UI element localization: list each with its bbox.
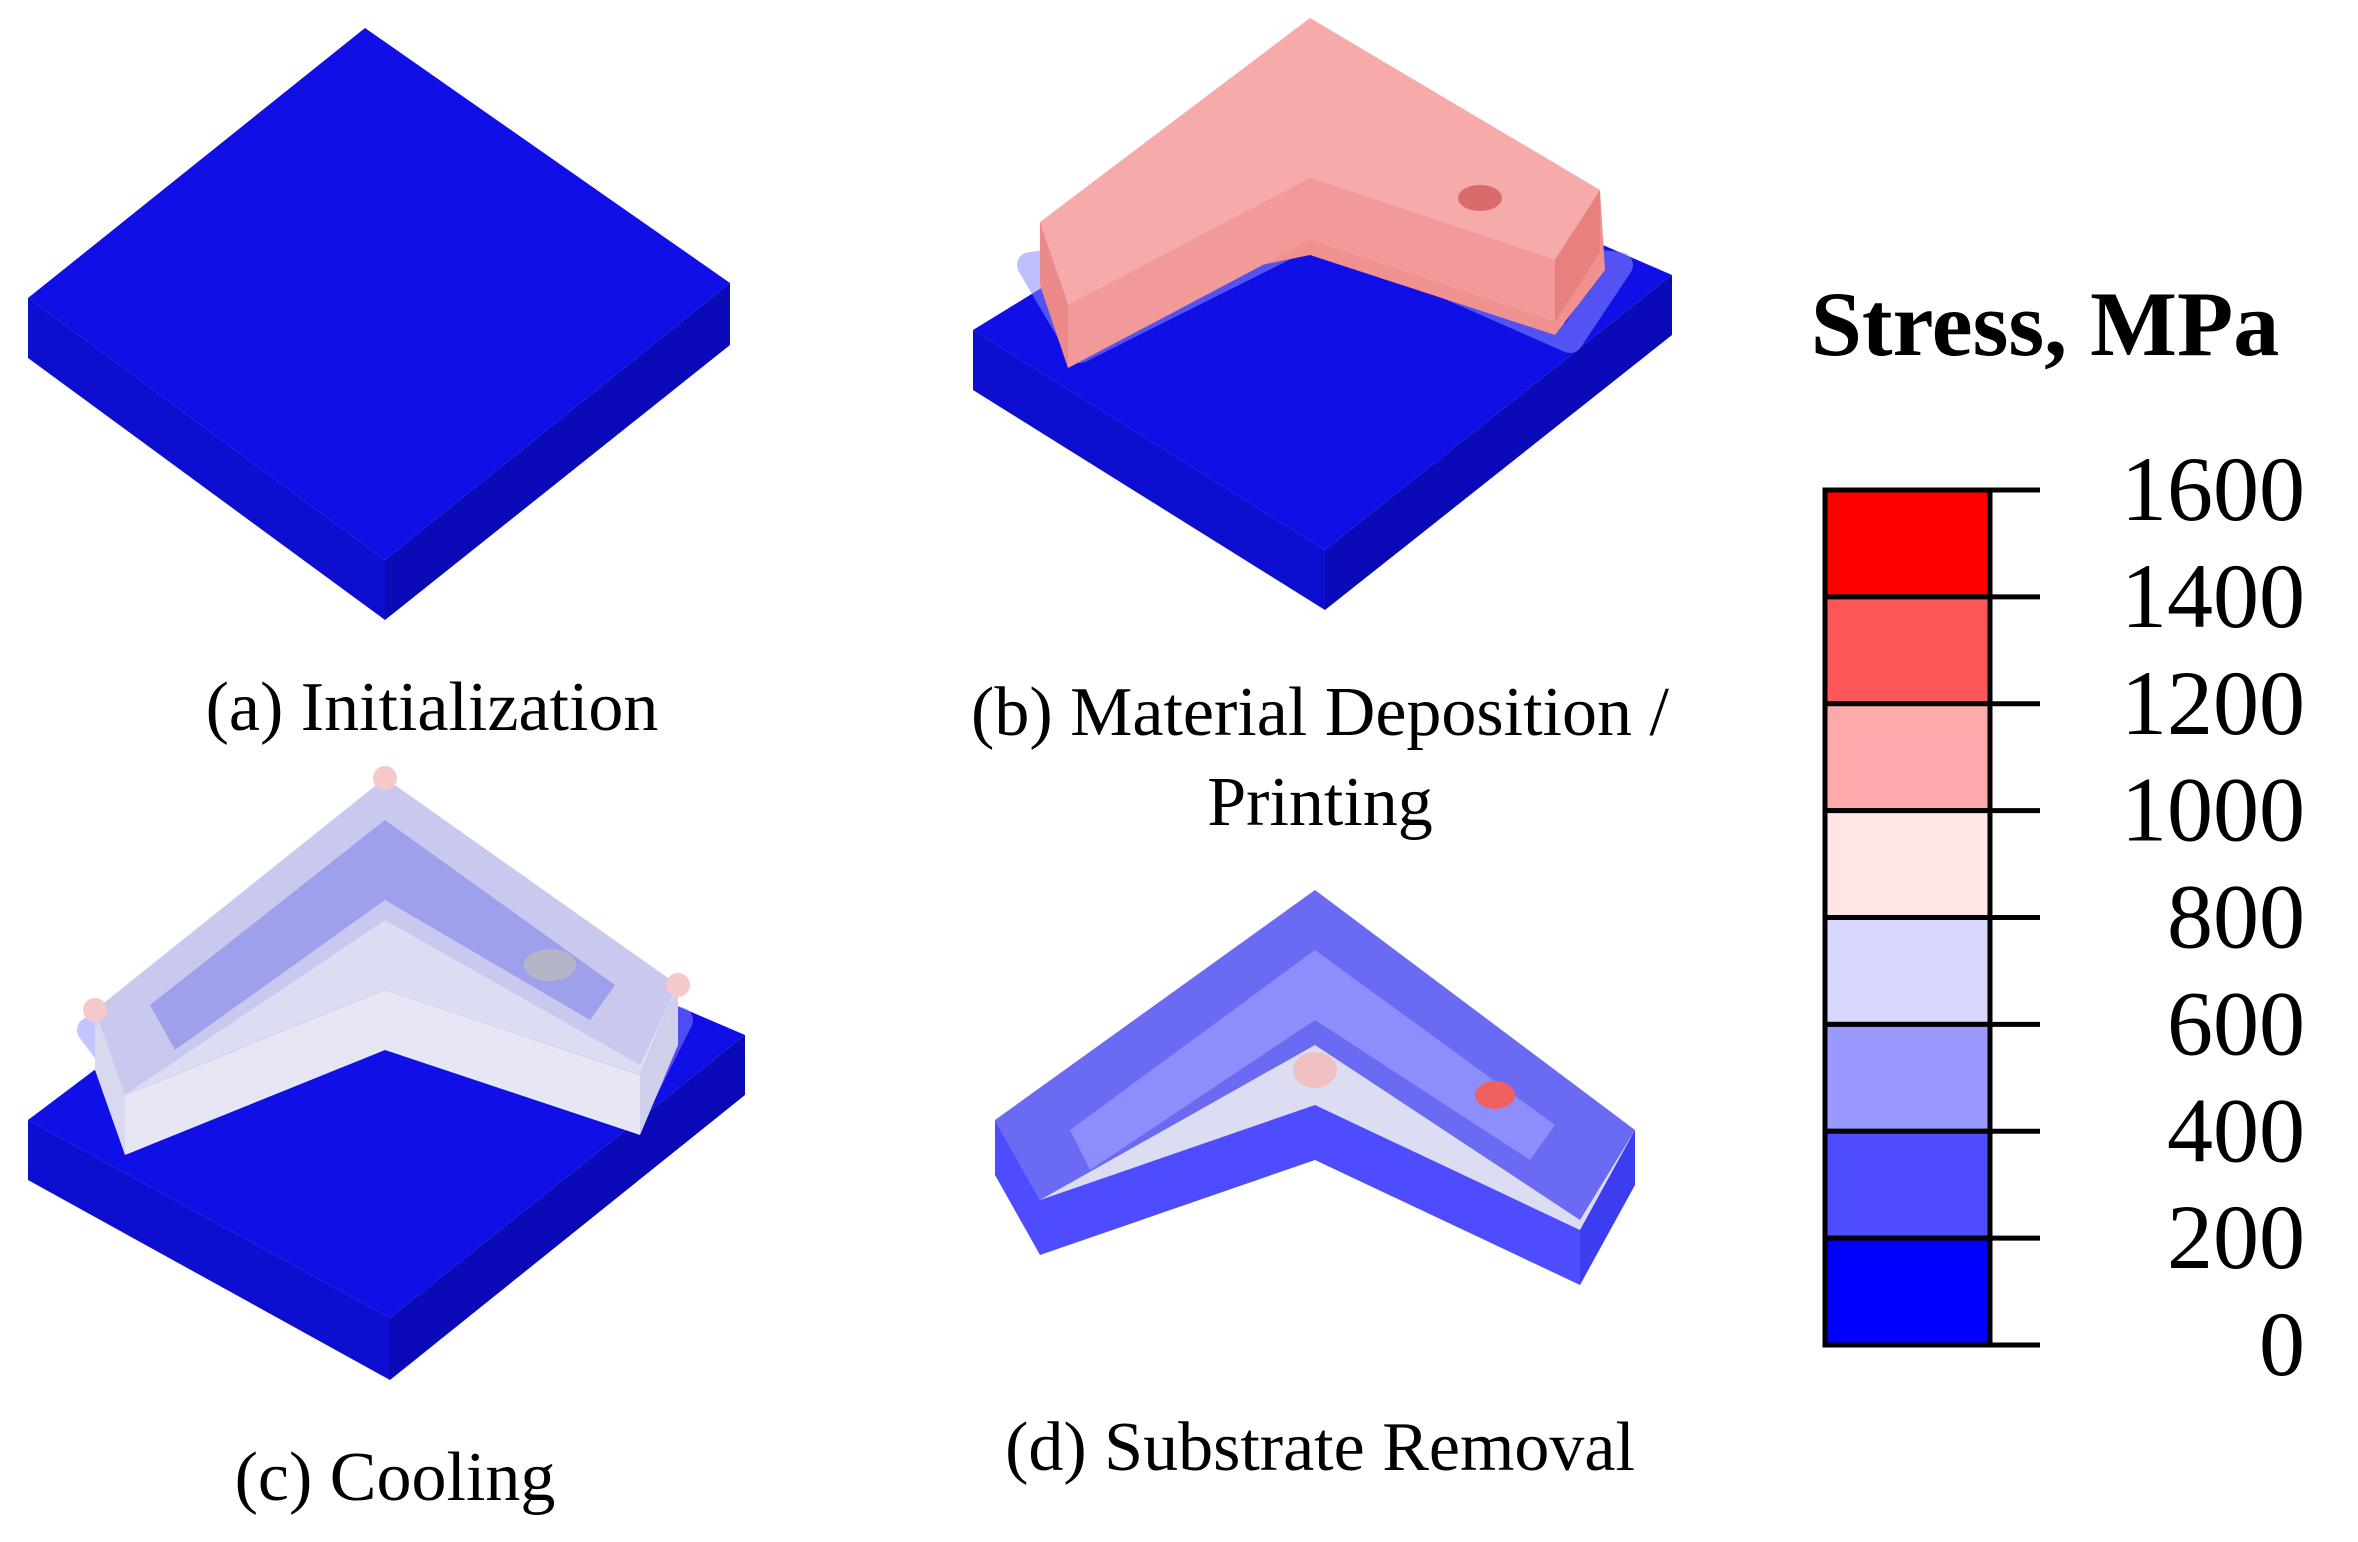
colorbar-bin bbox=[1822, 1021, 1993, 1134]
colorbar-tick-label: 400 bbox=[2167, 1079, 2305, 1181]
panel-b-caption-line2: Printing bbox=[1207, 764, 1433, 841]
panel-d-caption: (d) Substrate Removal bbox=[1005, 1409, 1635, 1486]
hole-icon bbox=[1458, 185, 1502, 211]
colorbar-tick-label: 600 bbox=[2167, 972, 2305, 1074]
printed-l-part bbox=[1040, 18, 1605, 368]
colorbar-bin bbox=[1822, 1128, 1993, 1241]
hole-icon bbox=[524, 949, 576, 981]
panel-c-caption: (c) Cooling bbox=[235, 1439, 556, 1516]
colorbar-bin bbox=[1822, 1235, 1993, 1348]
panel-b-caption-line1: (b) Material Deposition / bbox=[971, 674, 1669, 751]
panel-a-caption: (a) Initialization bbox=[206, 669, 659, 746]
panel-d-substrate-removal: (d) Substrate Removal bbox=[995, 890, 1635, 1486]
colorbar-tick-label: 0 bbox=[2259, 1293, 2305, 1395]
colorbar-bins bbox=[1822, 487, 1993, 1348]
colorbar-tick-label: 1400 bbox=[2121, 545, 2305, 647]
colorbar-tick-label: 1000 bbox=[2121, 759, 2305, 861]
colorbar-bin bbox=[1822, 701, 1993, 814]
colorbar-bin bbox=[1822, 594, 1993, 707]
colorbar-tick-label: 200 bbox=[2167, 1186, 2305, 1288]
removed-l-part bbox=[995, 890, 1635, 1285]
panel-b-printing: (b) Material Deposition / Printing bbox=[971, 18, 1672, 841]
colorbar-bin bbox=[1822, 808, 1993, 920]
colorbar-bin bbox=[1822, 915, 1993, 1027]
stress-colorbar: Stress, MPa 1600140012001000800600400200… bbox=[1811, 273, 2305, 1395]
colorbar-tick-label: 1600 bbox=[2121, 438, 2305, 540]
panel-a-initialization: (a) Initialization bbox=[28, 28, 730, 746]
colorbar-tick-label: 800 bbox=[2167, 866, 2305, 968]
cooled-l-part bbox=[83, 766, 690, 1155]
substrate-block bbox=[28, 28, 730, 620]
colorbar-title: Stress, MPa bbox=[1811, 273, 2279, 375]
colorbar-tick-label: 1200 bbox=[2121, 652, 2305, 754]
hole-icon bbox=[1475, 1081, 1515, 1109]
panel-c-cooling: (c) Cooling bbox=[28, 766, 745, 1516]
colorbar-bin bbox=[1822, 487, 1993, 600]
